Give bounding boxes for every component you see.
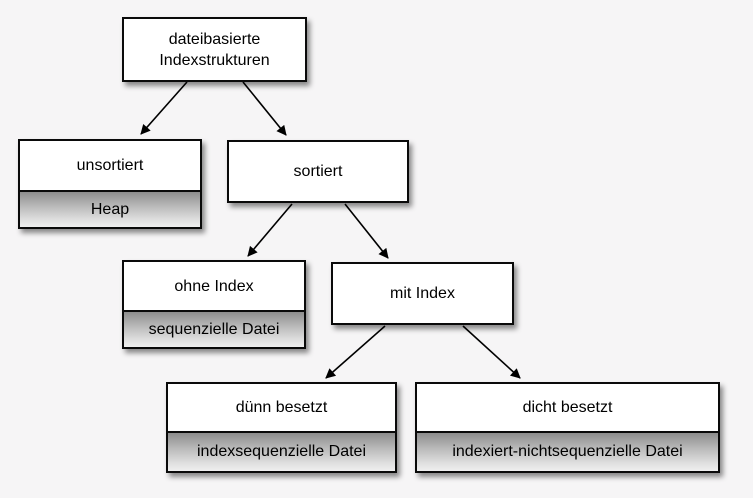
node-root-label: dateibasierte Indexstrukturen	[159, 30, 270, 69]
edge-mit-index-duenn	[325, 325, 386, 379]
edge-sortiert-mit-index	[344, 203, 389, 259]
node-sortiert: sortiert	[227, 140, 409, 203]
node-ohne-index-label: ohne Index	[174, 277, 254, 295]
node-sortiert-label: sortiert	[293, 163, 343, 180]
node-dicht-besetzt-label: dicht besetzt	[522, 399, 613, 416]
edge-root-unsortiert	[140, 81, 188, 135]
node-duenn-besetzt-label: dünn besetzt	[235, 399, 328, 416]
node-unsortiert-sublabel: Heap	[20, 190, 200, 227]
node-duenn-besetzt: dünn besetzt indexsequenzielle Datei	[166, 382, 397, 473]
node-unsortiert: unsortiert Heap	[18, 139, 202, 229]
edge-mit-index-dicht	[462, 325, 521, 379]
edge-sortiert-ohne-index	[247, 203, 293, 257]
node-dicht-besetzt: dicht besetzt indexiert-nichtsequenziell…	[415, 382, 720, 473]
node-unsortiert-label: unsortiert	[76, 157, 144, 174]
node-dicht-besetzt-sublabel: indexiert-nichtsequenzielle Datei	[417, 431, 718, 471]
node-duenn-besetzt-sublabel: indexsequenzielle Datei	[168, 431, 395, 471]
node-mit-index: mit Index	[331, 262, 514, 325]
node-ohne-index-sublabel: sequenzielle Datei	[124, 310, 304, 347]
edge-root-sortiert	[242, 81, 287, 136]
node-mit-index-label: mit Index	[390, 285, 455, 302]
node-ohne-index: ohne Index sequenzielle Datei	[122, 260, 306, 349]
node-root: dateibasierte Indexstrukturen	[122, 17, 307, 82]
